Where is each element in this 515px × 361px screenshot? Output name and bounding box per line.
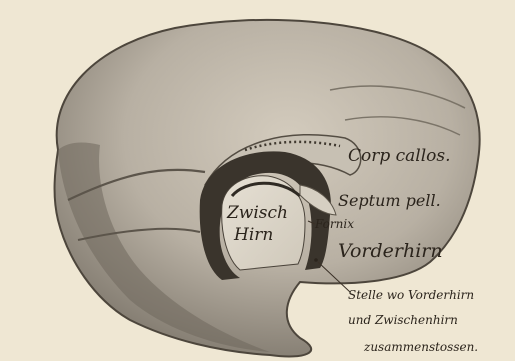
label-fornix: Fornix bbox=[314, 217, 354, 231]
junction-marker bbox=[314, 258, 318, 262]
label-zwischenhirn-2: Hirn bbox=[233, 225, 273, 245]
label-vorderhirn: Vorderhirn bbox=[338, 240, 443, 262]
label-zwischenhirn-1: Zwisch bbox=[226, 203, 288, 223]
label-note-line2: und Zwischenhirn bbox=[348, 313, 458, 327]
label-corpus-callosum: Corp callos. bbox=[348, 146, 451, 166]
label-septum: Septum pell. bbox=[338, 191, 441, 210]
label-note-line3: zusammenstossen. bbox=[363, 340, 478, 354]
label-note-line1: Stelle wo Vorderhirn bbox=[348, 288, 474, 302]
